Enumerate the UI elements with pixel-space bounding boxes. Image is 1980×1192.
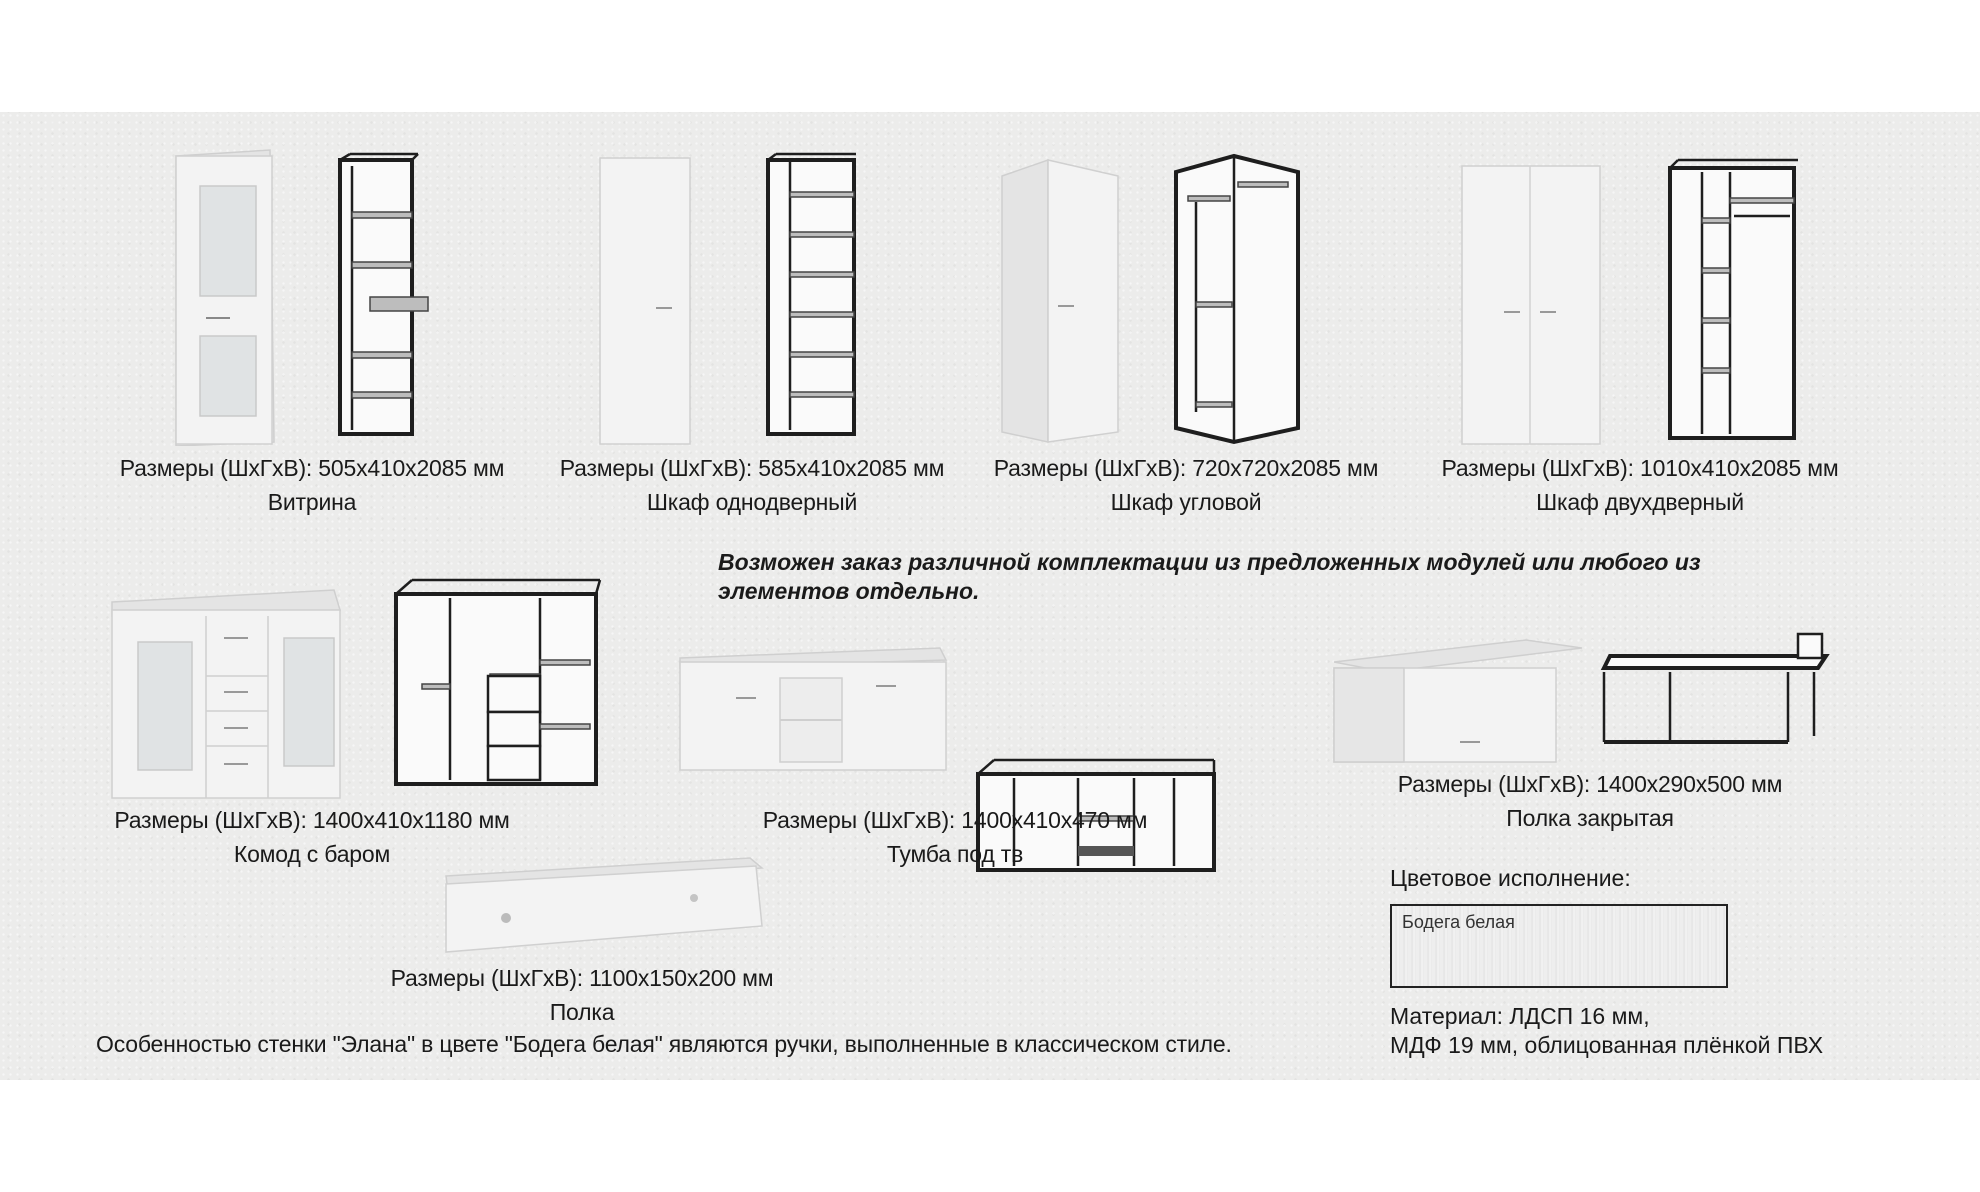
- tv-stand-photo: [679, 647, 948, 771]
- corner-photo: [1001, 158, 1119, 443]
- product-size-double-door: Размеры (ШхГхВ): 1010x410x2085 мм: [1441, 455, 1839, 481]
- order-note: Возможен заказ различной комплектации из…: [718, 549, 1701, 604]
- tv-stand-diagram: [976, 758, 1216, 872]
- product-name-corner: Шкаф угловой: [1110, 489, 1262, 515]
- double-door-photo: [1461, 165, 1601, 445]
- product-size-tv-stand: Размеры (ШхГхВ): 1400x410x470 мм: [762, 807, 1148, 833]
- color-swatch: Бодега белая: [1390, 904, 1728, 988]
- color-heading: Цветовое исполнение:: [1390, 865, 1631, 891]
- product-name-vitrina: Витрина: [267, 489, 357, 515]
- product-name-dresser: Комод с баром: [233, 841, 391, 867]
- corner-drawing: [1174, 153, 1300, 445]
- double-door-drawing: [1668, 158, 1798, 440]
- single-door-photo: [599, 157, 691, 445]
- footer-note: Особенностью стенки "Элана" в цвете "Бод…: [96, 1031, 1232, 1057]
- closed-shelf-drawing: [1600, 632, 1830, 744]
- material-line-2: МДФ 19 мм, облицованная плёнкой ПВХ: [1390, 1032, 1824, 1058]
- product-size-shelf: Размеры (ШхГхВ): 1100x150x200 мм: [390, 965, 774, 991]
- product-name-closed-shelf: Полка закрытая: [1506, 805, 1674, 831]
- product-size-single-door: Размеры (ШхГхВ): 585x410x2085 мм: [559, 455, 945, 481]
- product-size-corner: Размеры (ШхГхВ): 720x720x2085 мм: [993, 455, 1379, 481]
- dresser-drawing: [394, 578, 602, 786]
- color-swatch-label: Бодега белая: [1402, 912, 1515, 932]
- shelf-photo: [445, 857, 764, 953]
- catalog-sheet: Размеры (ШхГхВ): 505x410x2085 мм Витрина…: [0, 112, 1980, 1080]
- product-size-vitrina: Размеры (ШхГхВ): 505x410x2085 мм: [119, 455, 505, 481]
- product-name-double-door: Шкаф двухдверный: [1536, 489, 1744, 515]
- product-size-closed-shelf: Размеры (ШхГхВ): 1400x290x500 мм: [1397, 771, 1783, 797]
- single-door-drawing: [766, 152, 856, 436]
- material-line-1: Материал: ЛДСП 16 мм,: [1390, 1003, 1650, 1029]
- product-name-shelf: Полка: [549, 999, 615, 1025]
- vitrina-drawing: [338, 152, 429, 436]
- closed-shelf-photo: [1333, 639, 1583, 763]
- product-name-tv-stand: Тумба под тв: [886, 841, 1024, 867]
- product-size-dresser: Размеры (ШхГхВ): 1400x410x1180 мм: [114, 807, 510, 833]
- dresser-photo: [111, 589, 342, 799]
- material-info: Материал: ЛДСП 16 мм, МДФ 19 мм, облицов…: [1390, 1002, 1823, 1060]
- product-name-single-door: Шкаф однодверный: [646, 489, 858, 515]
- vitrina-photo: [175, 149, 275, 446]
